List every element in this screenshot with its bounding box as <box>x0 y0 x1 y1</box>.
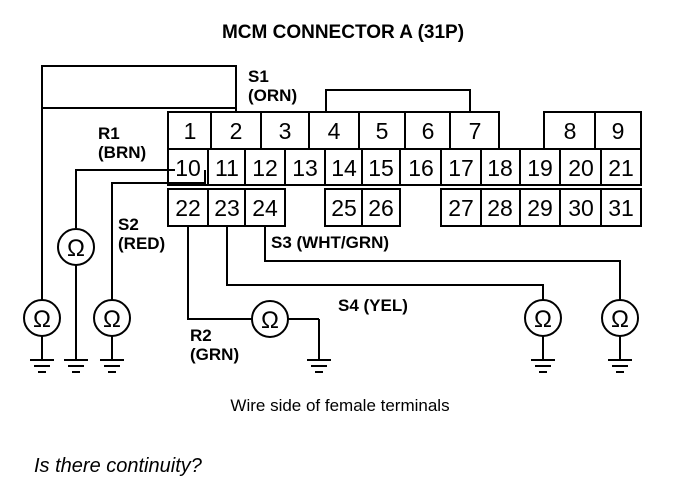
pin-label: 29 <box>527 195 553 221</box>
terminal-20 <box>559 148 602 186</box>
pin-label: 27 <box>448 195 474 221</box>
ground-icon <box>307 359 331 373</box>
ground-icon <box>30 359 54 373</box>
pin-label: 13 <box>292 155 318 181</box>
ohm-icon: Ω <box>534 306 552 333</box>
ohmmeter-s3: Ω <box>601 299 639 360</box>
pin-label: 24 <box>252 195 278 221</box>
label-s2-color: (RED) <box>118 234 165 253</box>
ohm-icon: Ω <box>261 307 279 334</box>
pin-label: 9 <box>612 118 625 144</box>
ground-icon <box>100 359 124 373</box>
wire-r2 <box>187 226 252 320</box>
connector-body <box>167 111 642 227</box>
pin-label: 19 <box>527 155 553 181</box>
pin-label: 23 <box>214 195 240 221</box>
label-r2-name: R2 <box>190 326 212 345</box>
terminal-8 <box>543 111 596 150</box>
pin-label: 6 <box>422 118 435 144</box>
terminal-16 <box>399 148 442 186</box>
pin-label: 14 <box>331 155 357 181</box>
pin-label: 21 <box>608 155 634 181</box>
pin-label: 28 <box>487 195 513 221</box>
label-s1-color: (ORN) <box>248 86 297 105</box>
connector-title: MCM CONNECTOR A (31P) <box>222 22 464 43</box>
ground-icon <box>608 359 632 373</box>
pin-label: 5 <box>376 118 389 144</box>
terminal-31 <box>600 188 642 227</box>
terminal-28 <box>480 188 521 227</box>
terminal-23 <box>207 188 246 227</box>
ohmmeter-s1: Ω <box>23 299 61 360</box>
pin-label: 20 <box>568 155 594 181</box>
pin-label: 31 <box>608 195 634 221</box>
jumper-4-7 <box>325 89 471 112</box>
pin-label: 11 <box>215 155 239 181</box>
pin-label: 1 <box>184 118 197 144</box>
terminal-27 <box>440 188 482 227</box>
ground-icon <box>531 359 555 373</box>
label-r1-name: R1 <box>98 124 120 143</box>
ohmmeter-s4: Ω <box>524 299 562 360</box>
pin-label: 17 <box>448 155 474 181</box>
ohm-icon: Ω <box>67 235 85 262</box>
pin-label: 18 <box>487 155 513 181</box>
label-s1-name: S1 <box>248 67 269 86</box>
pin-label: 16 <box>408 155 434 181</box>
label-s3: S3 (WHT/GRN) <box>271 233 389 252</box>
pin-label: 4 <box>328 118 341 144</box>
wire-r1 <box>75 169 175 228</box>
question-text: Is there continuity? <box>34 455 203 477</box>
label-s4: S4 (YEL) <box>338 296 408 315</box>
terminal-19 <box>519 148 561 186</box>
ohm-icon: Ω <box>611 306 629 333</box>
wire-s1 <box>41 65 237 112</box>
terminal-26 <box>361 188 401 227</box>
label-r2-color: (GRN) <box>190 345 239 364</box>
ground-icon <box>64 359 88 373</box>
ohm-icon: Ω <box>103 306 121 333</box>
label-s2-name: S2 <box>118 215 139 234</box>
ohmmeter-r2: Ω <box>251 300 289 338</box>
ohm-icon: Ω <box>33 306 51 333</box>
pin-label: 3 <box>279 118 292 144</box>
caption: Wire side of female terminals <box>230 396 449 415</box>
pin-label: 7 <box>469 118 482 144</box>
pin-label: 2 <box>230 118 243 144</box>
wire-s3 <box>264 226 621 300</box>
pin-label: 10 <box>175 155 201 181</box>
pin-label: 15 <box>368 155 394 181</box>
terminal-numbers: 1 2 3 4 5 6 7 8 9 10 11 12 13 14 15 16 1… <box>175 118 634 221</box>
label-r1-color: (BRN) <box>98 143 146 162</box>
terminal-24 <box>244 188 286 227</box>
pin-label: 25 <box>331 195 357 221</box>
ohmmeter-r1: Ω <box>57 228 95 360</box>
terminal-21 <box>600 148 642 186</box>
wire-s4 <box>226 226 544 300</box>
terminal-10 <box>167 148 209 186</box>
wire-s2 <box>111 170 206 300</box>
pin-label: 30 <box>568 195 594 221</box>
pin-label: 26 <box>368 195 394 221</box>
pin-label: 8 <box>564 118 577 144</box>
terminal-25 <box>324 188 363 227</box>
pin-label: 12 <box>252 155 278 181</box>
pin-label: 22 <box>175 195 201 221</box>
terminal-17 <box>440 148 482 186</box>
ohmmeter-s2: Ω <box>93 299 131 360</box>
terminal-12 <box>244 148 286 186</box>
